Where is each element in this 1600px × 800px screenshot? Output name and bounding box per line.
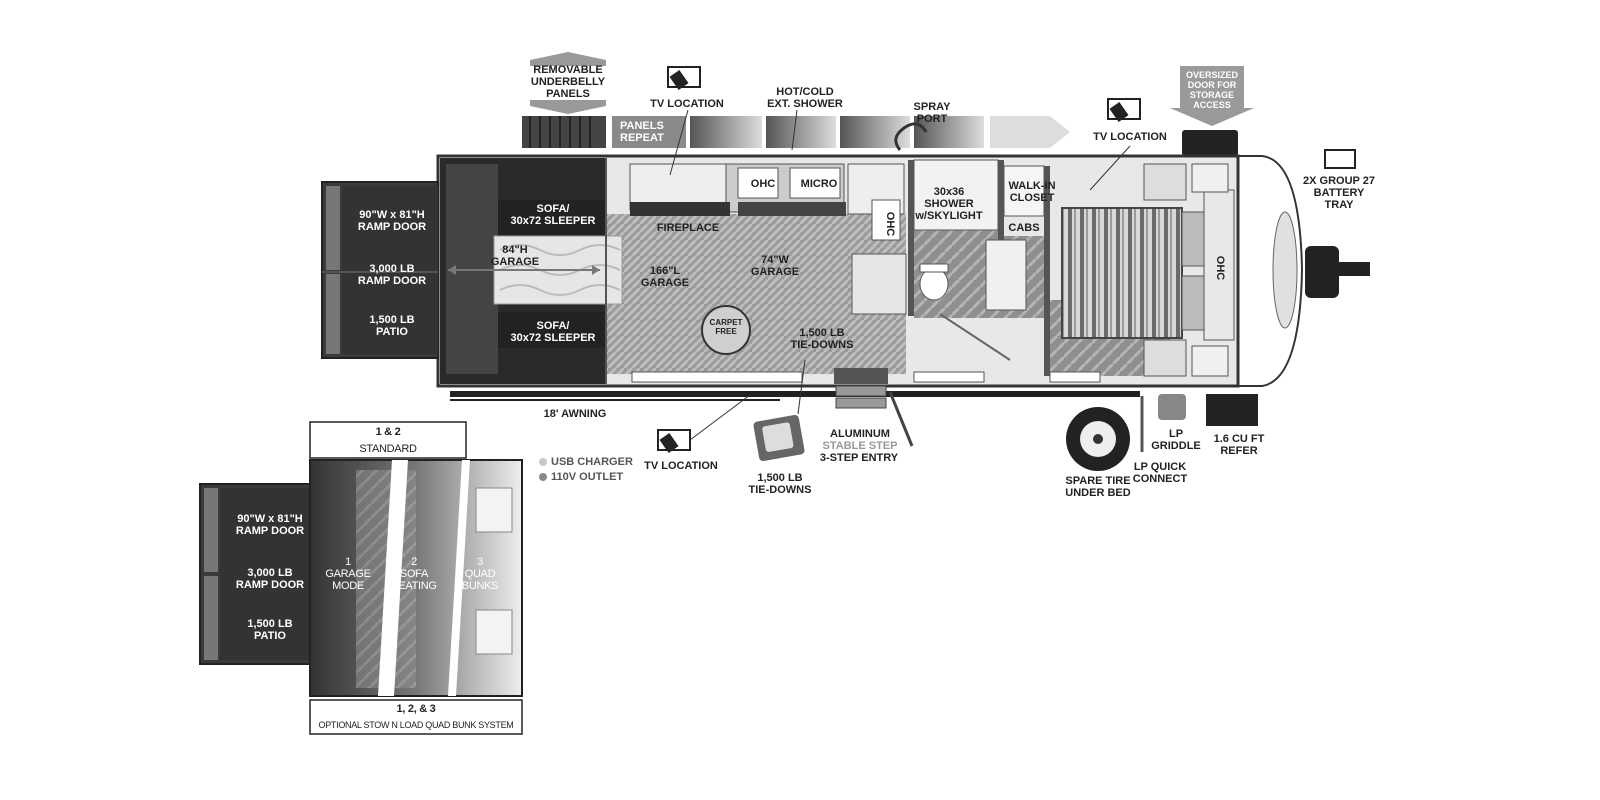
awning-label: 18' AWNING xyxy=(543,408,607,420)
lp-quick-connect-label: LP QUICK CONNECT xyxy=(1132,461,1188,485)
tie-downs-interior-label: 1,500 LB TIE-DOWNS xyxy=(790,327,854,351)
inset-header-sub: STANDARD xyxy=(359,443,417,455)
inset-mode-bunks: 3 QUAD BUNKS xyxy=(461,556,499,592)
tv-location-label: TV LOCATION xyxy=(1093,131,1167,143)
step-entry-label: 3-STEP ENTRY xyxy=(819,452,899,464)
ohc-side-label: OHC xyxy=(884,211,896,237)
tv-icon xyxy=(667,66,701,90)
garage-width-label: 74"W GARAGE xyxy=(750,254,800,278)
tv-icon xyxy=(1107,98,1141,122)
ramp-door-size-label: 90"W x 81"H RAMP DOOR xyxy=(357,209,427,233)
stable-step-label: STABLE STEP xyxy=(822,440,898,452)
usb-charger-legend: USB CHARGER xyxy=(551,456,633,468)
inset-ramp-rating-label: 3,000 LB RAMP DOOR xyxy=(235,567,305,591)
aluminum-label: ALUMINUM xyxy=(830,428,890,440)
tv-icon xyxy=(657,429,691,453)
inset-mode-garage: 1 GARAGE MODE xyxy=(325,556,371,592)
sofa-top-label: SOFA/ 30x72 SLEEPER xyxy=(510,203,596,227)
battery-tray-label: 2X GROUP 27 BATTERY TRAY xyxy=(1303,175,1375,211)
ramp-door-rating-label: 3,000 LB RAMP DOOR xyxy=(357,263,427,287)
walk-in-closet-label: WALK-IN CLOSET xyxy=(1008,180,1056,204)
tv-location-label: TV LOCATION xyxy=(650,98,724,110)
micro-label: MICRO xyxy=(800,178,838,190)
garage-length-label: 166"L GARAGE xyxy=(640,265,690,289)
lp-griddle-label: LP GRIDDLE xyxy=(1151,428,1201,452)
inset-footer-sub: OPTIONAL STOW N LOAD QUAD BUNK SYSTEM xyxy=(318,720,514,730)
spray-port-label: SPRAY PORT xyxy=(913,101,951,125)
panels-up-arrow xyxy=(530,52,606,66)
spare-tire-label: SPARE TIRE UNDER BED xyxy=(1065,475,1131,499)
tie-downs-label: 1,500 LB TIE-DOWNS xyxy=(748,472,812,496)
fireplace-label: FIREPLACE xyxy=(656,222,720,234)
panels-repeat-label: PANELS REPEAT xyxy=(620,120,664,144)
inset-ramp-door-label: 90"W x 81"H RAMP DOOR xyxy=(235,513,305,537)
ohc-kitchen-label: OHC xyxy=(750,178,776,190)
outlet-legend: 110V OUTLET xyxy=(551,471,624,483)
patio-rating-label: 1,500 LB PATIO xyxy=(369,314,415,338)
shower-label: 30x36 SHOWER w/SKYLIGHT xyxy=(915,186,983,222)
inset-header-top: 1 & 2 xyxy=(375,426,401,438)
inset-mode-sofa: 2 SOFA SEATING xyxy=(391,556,437,592)
tv-location-label: TV LOCATION xyxy=(644,460,718,472)
carpet-free-badge: CARPET FREE xyxy=(709,318,743,336)
cabs-label: CABS xyxy=(1008,222,1040,234)
oversized-door-arrow xyxy=(1170,66,1254,126)
oversized-door-label: OVERSIZED DOOR FOR STORAGE ACCESS xyxy=(1185,70,1238,110)
removable-panels-label: REMOVABLE UNDERBELLY PANELS xyxy=(530,64,606,100)
garage-height-label: 84"H GARAGE xyxy=(490,244,540,268)
refer-label: 1.6 CU FT REFER xyxy=(1213,433,1265,457)
inset-footer-top: 1, 2, & 3 xyxy=(396,703,436,715)
panels-down-arrow xyxy=(530,100,606,114)
ohc-bedroom-label: OHC xyxy=(1214,255,1226,281)
sofa-bottom-label: SOFA/ 30x72 SLEEPER xyxy=(510,320,596,344)
hot-cold-shower-label: HOT/COLD EXT. SHOWER xyxy=(767,86,843,110)
inset-patio-label: 1,500 LB PATIO xyxy=(247,618,293,642)
